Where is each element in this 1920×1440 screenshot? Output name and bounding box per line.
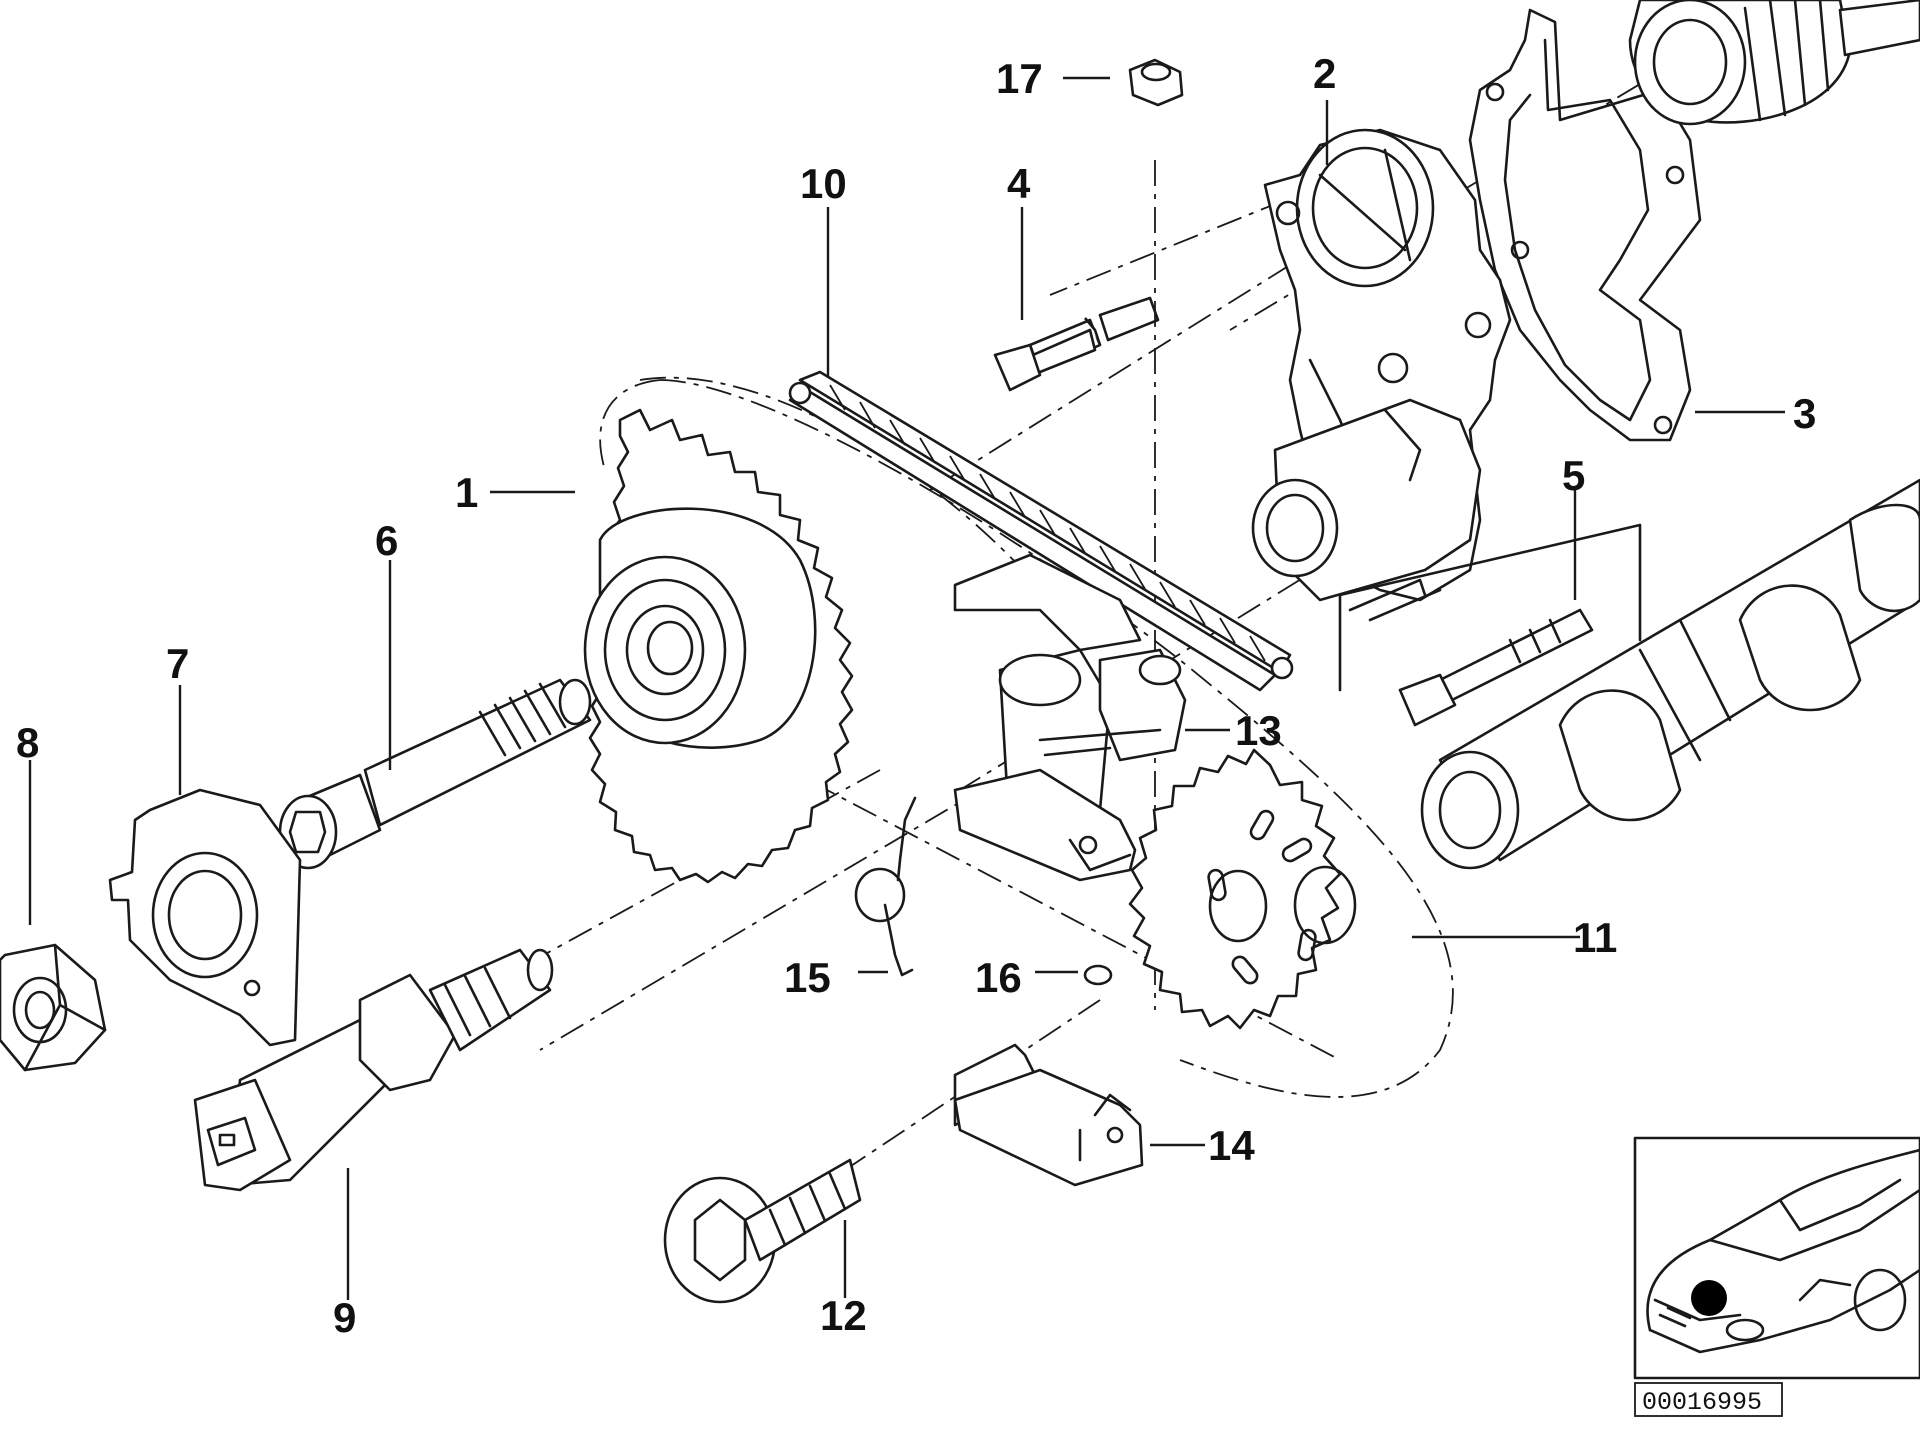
diagram-number: 00016995 (1642, 1388, 1762, 1417)
callout-9: 9 (333, 1294, 356, 1341)
callout-17: 17 (996, 55, 1043, 102)
guide-rail-part-13 (953, 553, 1187, 882)
bracket-part-5 (1338, 523, 1642, 692)
callout-3: 3 (1793, 390, 1816, 437)
spring-part-15 (854, 796, 917, 977)
callout-4: 4 (1007, 160, 1031, 207)
vanos-sprocket-part-1 (583, 408, 854, 884)
pulley-top-right (1628, 0, 1920, 126)
callout-8: 8 (16, 719, 39, 766)
callout-2: 2 (1313, 50, 1336, 97)
tensioner-plunger (1251, 398, 1482, 622)
callout-11: 11 (1573, 914, 1617, 961)
nut-part-17 (1128, 58, 1184, 107)
chain-path-outline (599, 379, 1454, 1098)
gasket-part-3 (1468, 8, 1702, 442)
lock-plate-part-7 (108, 788, 302, 1047)
callout-1: 1 (455, 469, 478, 516)
diagram-number-box: 00016995 (1634, 1382, 1783, 1417)
callout-13: 13 (1235, 707, 1282, 754)
vehicle-locator-inset (1633, 1136, 1920, 1380)
hex-nut-part-8 (0, 943, 107, 1072)
callout-12: 12 (820, 1292, 867, 1339)
leader-lines (28, 76, 1785, 1300)
callout-5: 5 (1562, 452, 1585, 499)
callout-6: 6 (375, 517, 398, 564)
callout-7: 7 (166, 640, 189, 687)
camshaft (1420, 478, 1920, 870)
location-dot (1691, 1280, 1727, 1316)
slide-block-part-14 (953, 1043, 1144, 1187)
car-outline (1646, 1148, 1920, 1354)
callout-16: 16 (975, 954, 1022, 1001)
circlip-part-16 (1083, 964, 1113, 986)
screw-part-12 (663, 1158, 862, 1304)
callout-numbers: 1 2 3 4 5 6 7 8 9 10 11 12 13 14 15 16 1… (16, 50, 1816, 1341)
callout-14: 14 (1208, 1122, 1255, 1169)
bolt-part-4 (993, 296, 1160, 392)
sprocket-part-11 (1128, 748, 1357, 1030)
callout-10: 10 (800, 160, 847, 207)
timing-chain-part-10 (788, 370, 1294, 692)
solenoid-part-9 (193, 948, 554, 1192)
callout-15: 15 (784, 954, 831, 1001)
bolt-part-5 (1398, 608, 1594, 727)
bolt-part-6 (278, 678, 592, 870)
